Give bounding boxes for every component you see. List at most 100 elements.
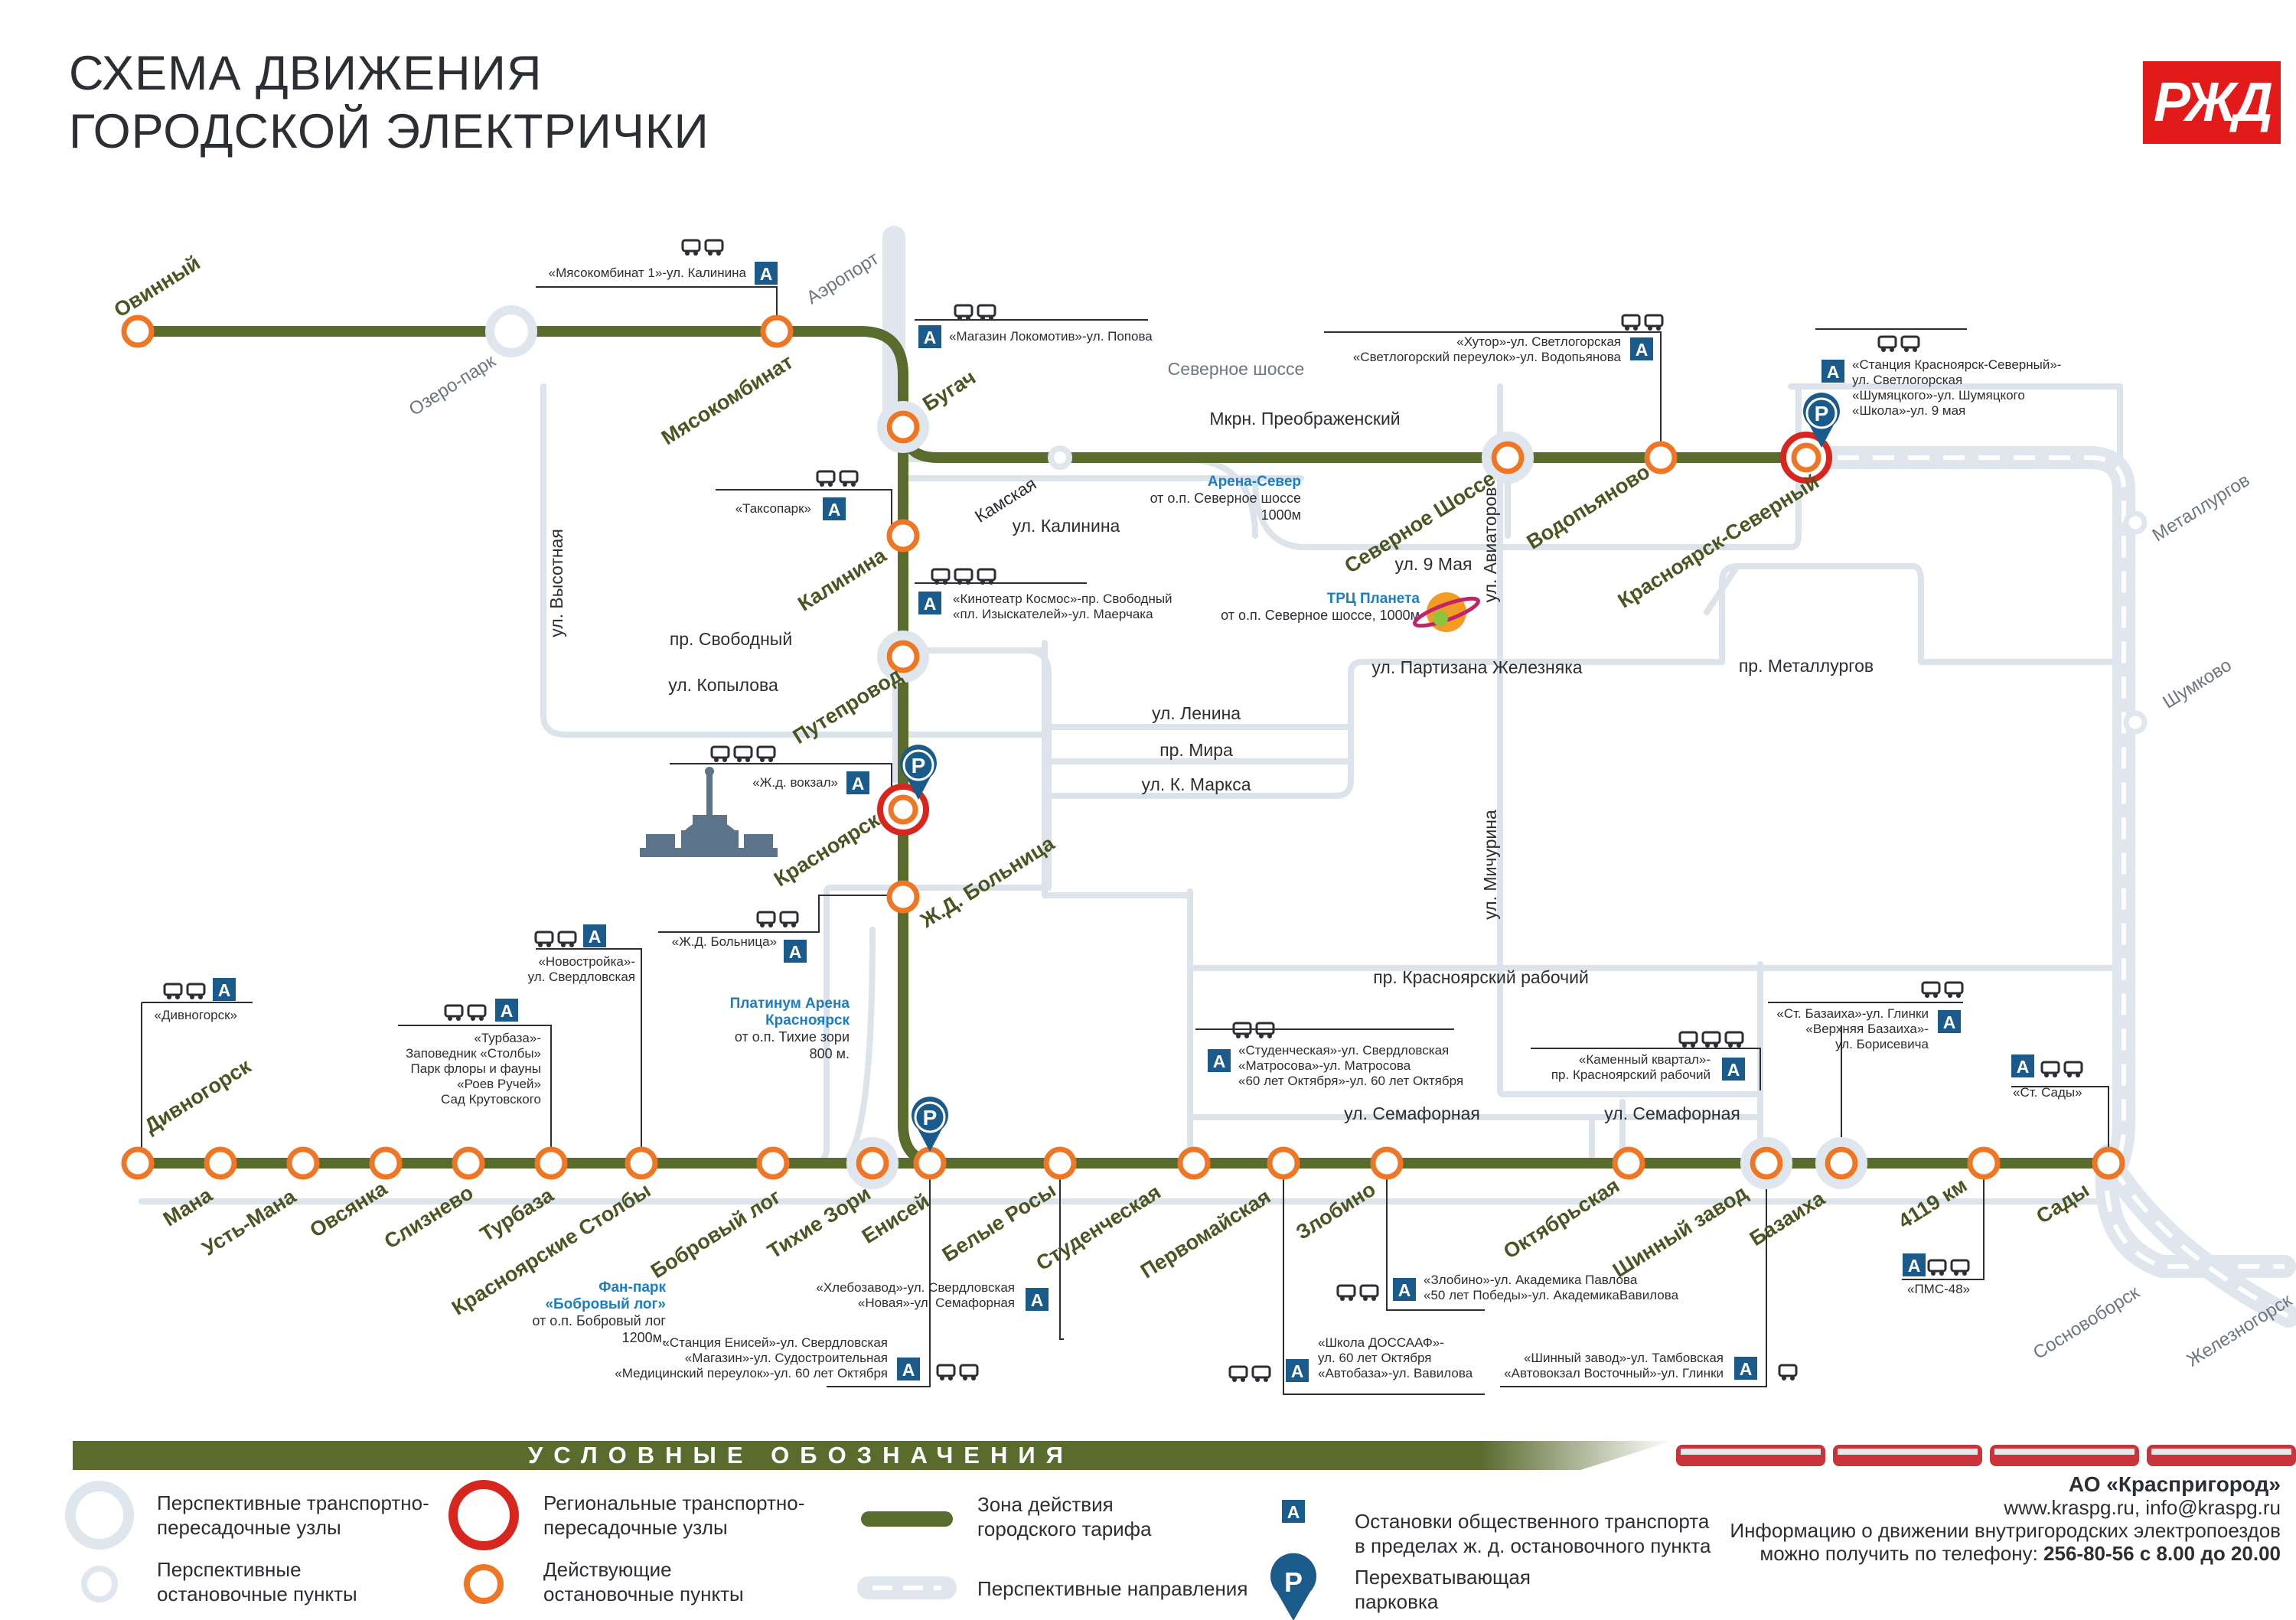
label-aeroport: Аэропорт [803, 248, 882, 308]
bus-stop-s_shinny: A «Шинный завод»-ул. Тамбовская«Автовокза… [1504, 1351, 1798, 1380]
label-ovinny: Овинный [110, 251, 204, 321]
rzd-logo: РЖД [2143, 61, 2281, 144]
leader-s_divnogorsk [141, 1002, 253, 1148]
bus-stop-s_pms-line: «ПМС-48» [1907, 1282, 1970, 1296]
s_pms-veh-wheel [1939, 1271, 1944, 1276]
label-vodopyanovo: Водопьяново [1522, 460, 1653, 554]
s_divnogorsk-veh-wheel [190, 995, 194, 999]
legend: Перспективные транспортно-пересадочные у… [65, 1445, 2296, 1620]
leader-s_turbaza [398, 1025, 552, 1148]
s_kosmos-a-letter: A [924, 594, 937, 614]
label-bugach: Бугач [918, 366, 980, 416]
planeta-icon [1413, 592, 1480, 632]
bus-stop-s_severny-line: «Школа»-ул. 9 мая [1852, 403, 1965, 418]
s_lokomotiv-a-bg [918, 325, 941, 348]
label-ozero_park: Озеро-парк [406, 350, 500, 420]
s_enisey-veh-wheel [948, 1376, 953, 1380]
bus-stop-s_severny-line: «Станция Красноярск-Северный»- [1852, 357, 2061, 372]
legend-parking-letter: P [1284, 1566, 1303, 1598]
s_bazaikha-veh-wheel [1933, 993, 1938, 998]
s_taksopark-veh-body [839, 470, 859, 484]
company-phone-line: можно получить по телефону: 256-80-56 с … [1730, 1542, 2281, 1565]
s_divnogorsk-a-bg [213, 978, 236, 1001]
s_novostroyka-veh-body [534, 931, 554, 944]
s_bazaikha-veh-wheel [1925, 993, 1929, 998]
bus-stop-s_shinny-line: «Автовокзал Восточный»-ул. Глинки [1504, 1366, 1724, 1380]
s_shinny-veh-body [1778, 1364, 1798, 1377]
station-krasnoyarsk [877, 784, 929, 836]
s_bolnitsa-veh-body [756, 911, 776, 924]
s_myaso-a-bg [755, 262, 778, 285]
s_bazaikha-veh-wheel [1956, 993, 1961, 998]
s_sady-veh-body [2063, 1061, 2083, 1074]
s_shinny-a-letter: A [1740, 1359, 1753, 1379]
bus-stop-s_turbaza-line: «Роев Ручей» [457, 1077, 541, 1091]
planeta-ring [1413, 596, 1480, 628]
bus-stop-s_shinny-line: «Шинный завод»-ул. Тамбовская [1524, 1351, 1724, 1365]
s_turbaza-veh-body [444, 1004, 464, 1018]
s_pms-veh-body [1950, 1259, 1970, 1273]
bus-stop-s_myaso: A«Мясокомбинат 1»-ул. Калинина [549, 239, 778, 285]
station-kras_stolby-ring [625, 1146, 658, 1180]
label-sosnovoborsk: Сосновоборск [2030, 1282, 2144, 1364]
legend-bus_stops-text: Остановки общественного транспорта [1355, 1510, 1710, 1533]
legend-active_stop-text: Действующие [543, 1558, 672, 1581]
s_shinny-a-bg [1734, 1357, 1757, 1380]
bus-stop-s_divnogorsk-line: «Дивногорск» [155, 1008, 237, 1022]
future-sosnovoborsk-dash [2110, 1165, 2290, 1318]
s_dosaaf-a-bg [1286, 1359, 1309, 1382]
bus-stop-s_bazaikha: A«Ст. Базаиха»-ул. Глинки«Верхняя Базаих… [1776, 981, 1964, 1051]
leader-s_taksopark [716, 489, 892, 528]
bus-stop-s_novostroyka-line: ул. Свердловская [528, 970, 635, 984]
s_enisey-veh-wheel [940, 1376, 944, 1380]
s_severny-a-letter: A [1827, 362, 1840, 382]
street-label-kopylova: ул. Копылова [668, 675, 778, 695]
title-line-1: СХЕМА ДВИЖЕНИЯ [69, 47, 543, 100]
s_bazaikha-a-bg [1938, 1010, 1961, 1033]
label-sliznevo: Слизнево [380, 1181, 478, 1253]
bus-stop-s_turbaza: A«Турбаза»-Заповедник «Столбы»Парк флоры… [406, 999, 541, 1107]
label-ust_mana: Усть-Мана [198, 1185, 301, 1260]
bld-center [681, 830, 739, 849]
legend-parking-icon: P [1270, 1553, 1316, 1620]
street-label-partizana: ул. Партизана Железняка [1371, 657, 1582, 677]
s_hutor-a-letter: A [1636, 340, 1649, 360]
leader-s_myaso [536, 286, 778, 318]
train-image [1676, 1445, 1825, 1466]
station-tikhie_zori-ring [856, 1146, 889, 1180]
legend-future_dir-text: Перспективные направления [977, 1577, 1247, 1600]
leader-s_bolnitsa [658, 895, 892, 933]
leader-s_shinny [1500, 1178, 1767, 1387]
legend-parking-text: парковка [1355, 1590, 1439, 1613]
s_turbaza-veh-wheel [448, 1016, 452, 1021]
s_bazaikha-a-letter: A [1943, 1012, 1956, 1032]
parking-pin-krasnoyarsk-face [902, 749, 934, 781]
station-vodopyanovo [1644, 441, 1678, 474]
note-fanpark: Фан-парк«Бобровый лог»от о.п. Бобровый л… [532, 1279, 666, 1345]
station-ovsyanka [369, 1146, 403, 1180]
s_kamenny-a-bg [1722, 1058, 1745, 1081]
s_enisey-veh-wheel [963, 1376, 967, 1380]
street-bolnitsa-h [1042, 888, 1193, 898]
bus-stop-s_turbaza-line: «Турбаза»- [474, 1031, 541, 1045]
station-zlobino-ring [1370, 1146, 1404, 1180]
train-body [1990, 1445, 2139, 1466]
street-label-aviatorov: ул. Авиаторов [1480, 487, 1500, 603]
s_kamenny-veh-wheel [1705, 1043, 1710, 1048]
s_kosmos-veh-body [954, 568, 974, 582]
s_turbaza-veh-wheel [471, 1016, 475, 1021]
s_lokomotiv-veh-body [977, 304, 996, 318]
s_myaso-veh-wheel [693, 251, 698, 256]
street-label-marksa: ул. К. Маркса [1142, 774, 1251, 794]
label-krasnoyarsk: Красноярск [770, 808, 884, 891]
s_bolnitsa-veh-wheel [783, 923, 788, 927]
future-zhelezno-dash [2104, 1155, 2285, 1269]
s_turbaza-a-bg [495, 999, 518, 1022]
phone-prefix: можно получить по телефону: [1760, 1542, 2038, 1565]
s_dosaaf-veh-wheel [1264, 1377, 1268, 1382]
s_kamenny-veh-wheel [1714, 1043, 1718, 1048]
s_enisey-veh-body [936, 1364, 956, 1377]
